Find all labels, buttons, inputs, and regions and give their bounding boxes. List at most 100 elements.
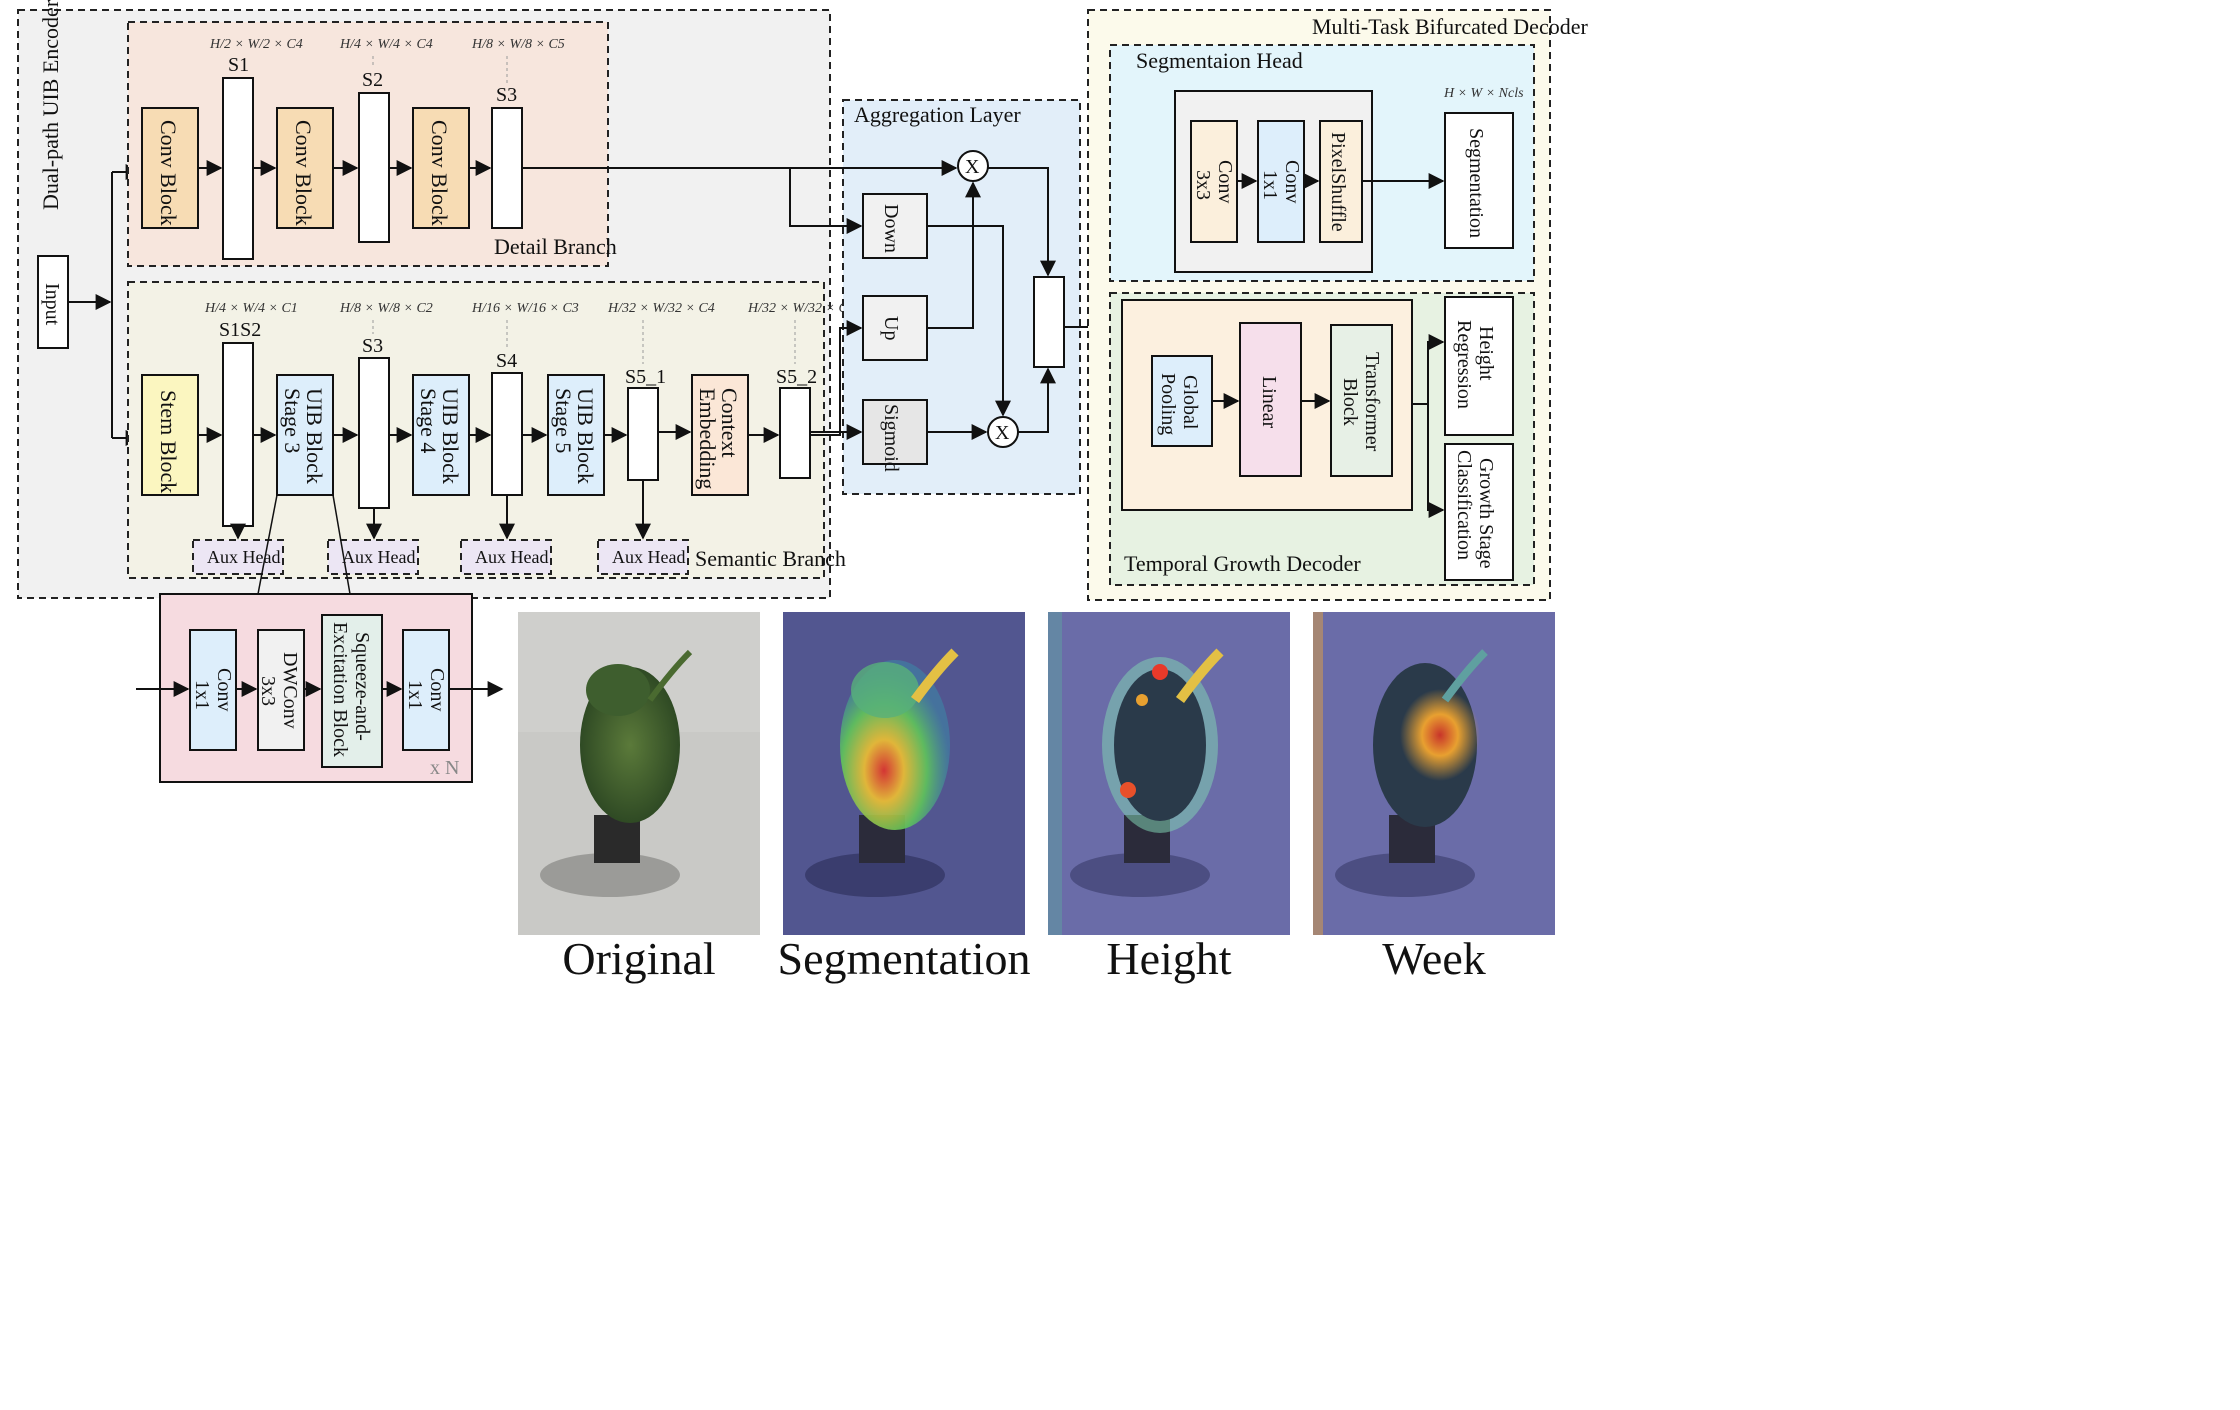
conv-block-1-label: Conv Block — [156, 120, 181, 226]
label-s5-2: S5_2 — [776, 366, 817, 388]
conv-block-1 — [141, 107, 199, 229]
seg-output-dim: H × W × Ncls — [1443, 86, 1524, 101]
label-s1s2: S1S2 — [219, 319, 261, 341]
aux-head-2-label: Aux Head — [342, 547, 415, 567]
label-s4: S4 — [496, 350, 517, 372]
uib-stage5-label-1: UIB Block — [573, 388, 598, 484]
seg-pixelshuffle — [1319, 120, 1363, 243]
uib-stage4-label-2: Stage 4 — [416, 388, 441, 453]
sigmoid-block — [862, 399, 928, 465]
growth-label-2: Classification — [1453, 450, 1475, 560]
temporal-title: Temporal Growth Decoder — [1124, 551, 1361, 576]
repeat-label: x N — [430, 757, 459, 779]
dim-detail-s2: H/4 × W/4 × C4 — [339, 37, 433, 52]
dim-detail-s1: H/2 × W/2 × C4 — [209, 37, 303, 52]
label-s5-1: S5_1 — [625, 366, 666, 388]
caption-height: Height — [1106, 933, 1231, 984]
seg-conv1-label-1: Conv — [1281, 160, 1303, 203]
conv-block-2 — [276, 107, 334, 229]
height-regression — [1444, 296, 1514, 436]
aux-head-4 — [597, 539, 689, 575]
uib-stage4-label-1: UIB Block — [438, 388, 463, 484]
context-label-1: Context — [717, 388, 742, 458]
transformer-label-1: Transformer — [1361, 352, 1383, 452]
feature-s3-detail — [491, 107, 523, 229]
sigmoid-label: Sigmoid — [880, 404, 902, 472]
label-s1: S1 — [228, 54, 249, 76]
linear-label: Linear — [1258, 376, 1280, 429]
caption-week: Week — [1382, 933, 1486, 984]
aux-head-3 — [460, 539, 552, 575]
uib-stage3-label-1: UIB Block — [302, 388, 327, 484]
uib-se-block — [321, 614, 383, 768]
stem-block — [141, 374, 199, 496]
panel-week — [1313, 612, 1555, 935]
feature-s5-2 — [779, 387, 811, 479]
feature-sem-s3 — [358, 357, 390, 509]
dim-detail-s3: H/8 × W/8 × C5 — [471, 37, 565, 52]
conv-block-2-label: Conv Block — [291, 120, 316, 226]
aux-head-1-label: Aux Head — [207, 547, 280, 567]
stem-block-label: Stem Block — [156, 390, 181, 493]
growth-stage — [1444, 443, 1514, 581]
panel-segmentation — [783, 612, 1025, 935]
seg-conv1-label-2: 1x1 — [1259, 170, 1281, 200]
uib-stage3-label-2: Stage 3 — [280, 388, 305, 453]
pixelshuffle-label: PixelShuffle — [1327, 132, 1349, 232]
semantic-branch-title: Semantic Branch — [695, 546, 846, 571]
feature-s5-1 — [627, 387, 659, 481]
seg-output — [1444, 112, 1514, 249]
feature-s1s2 — [222, 342, 254, 527]
linear-block — [1239, 322, 1302, 477]
seg-conv1 — [1257, 120, 1305, 243]
aux-head-2 — [327, 539, 419, 575]
dim-s4: H/16 × W/16 × C3 — [471, 301, 579, 316]
uib-conv2-label-2: 1x1 — [404, 680, 426, 710]
global-pooling — [1151, 355, 1213, 447]
detail-branch-title: Detail Branch — [494, 234, 617, 259]
uib-stage4 — [412, 374, 470, 496]
uib-conv1 — [189, 629, 237, 751]
feature-s1 — [222, 77, 254, 260]
uib-dwconv-label-2: 3x3 — [257, 676, 279, 706]
seg-conv3-label-1: Conv — [1214, 160, 1236, 203]
growth-label-1: Growth Stage — [1475, 458, 1497, 569]
conv-block-3-label: Conv Block — [427, 120, 452, 226]
context-embedding — [691, 374, 749, 496]
panel-height — [1048, 612, 1290, 935]
transformer-label-2: Block — [1339, 378, 1361, 426]
global-pooling-label-1: Global — [1179, 375, 1201, 430]
uib-conv1-label-2: 1x1 — [191, 680, 213, 710]
caption-original: Original — [562, 933, 715, 984]
uib-conv2-label-1: Conv — [426, 668, 448, 711]
uib-conv1-label-1: Conv — [213, 668, 235, 711]
context-label-2: Embedding — [695, 388, 720, 489]
uib-dwconv — [257, 629, 305, 751]
transformer-block — [1330, 324, 1393, 477]
uib-conv2 — [402, 629, 450, 751]
panel-original — [518, 612, 760, 935]
dim-s5-1: H/32 × W/32 × C4 — [607, 301, 715, 316]
label-sem-s3: S3 — [362, 335, 383, 357]
aggregation-title: Aggregation Layer — [854, 102, 1021, 127]
aux-head-4-label: Aux Head — [612, 547, 685, 567]
dim-s5-2: H/32 × W/32 × C5 — [747, 301, 855, 316]
input-block — [37, 255, 69, 349]
seg-head-title: Segmentaion Head — [1136, 48, 1303, 73]
uib-se-label-2: Excitation Block — [329, 622, 351, 757]
decoder-title: Multi-Task Bifurcated Decoder — [1312, 14, 1588, 39]
conv-block-3 — [412, 107, 470, 229]
down-block — [862, 193, 928, 259]
seg-output-label: Segmentation — [1465, 128, 1487, 238]
uib-stage5-label-2: Stage 5 — [551, 388, 576, 453]
seg-conv3-label-2: 3x3 — [1192, 170, 1214, 200]
encoder-title: Dual-path UIB Encoder — [38, 0, 63, 210]
label-s2: S2 — [362, 69, 383, 91]
label-s3-detail: S3 — [496, 84, 517, 106]
multiply-top — [957, 150, 989, 182]
aux-head-3-label: Aux Head — [475, 547, 548, 567]
caption-segmentation: Segmentation — [778, 933, 1031, 984]
feature-s2 — [358, 92, 390, 243]
seg-conv3 — [1190, 120, 1238, 243]
